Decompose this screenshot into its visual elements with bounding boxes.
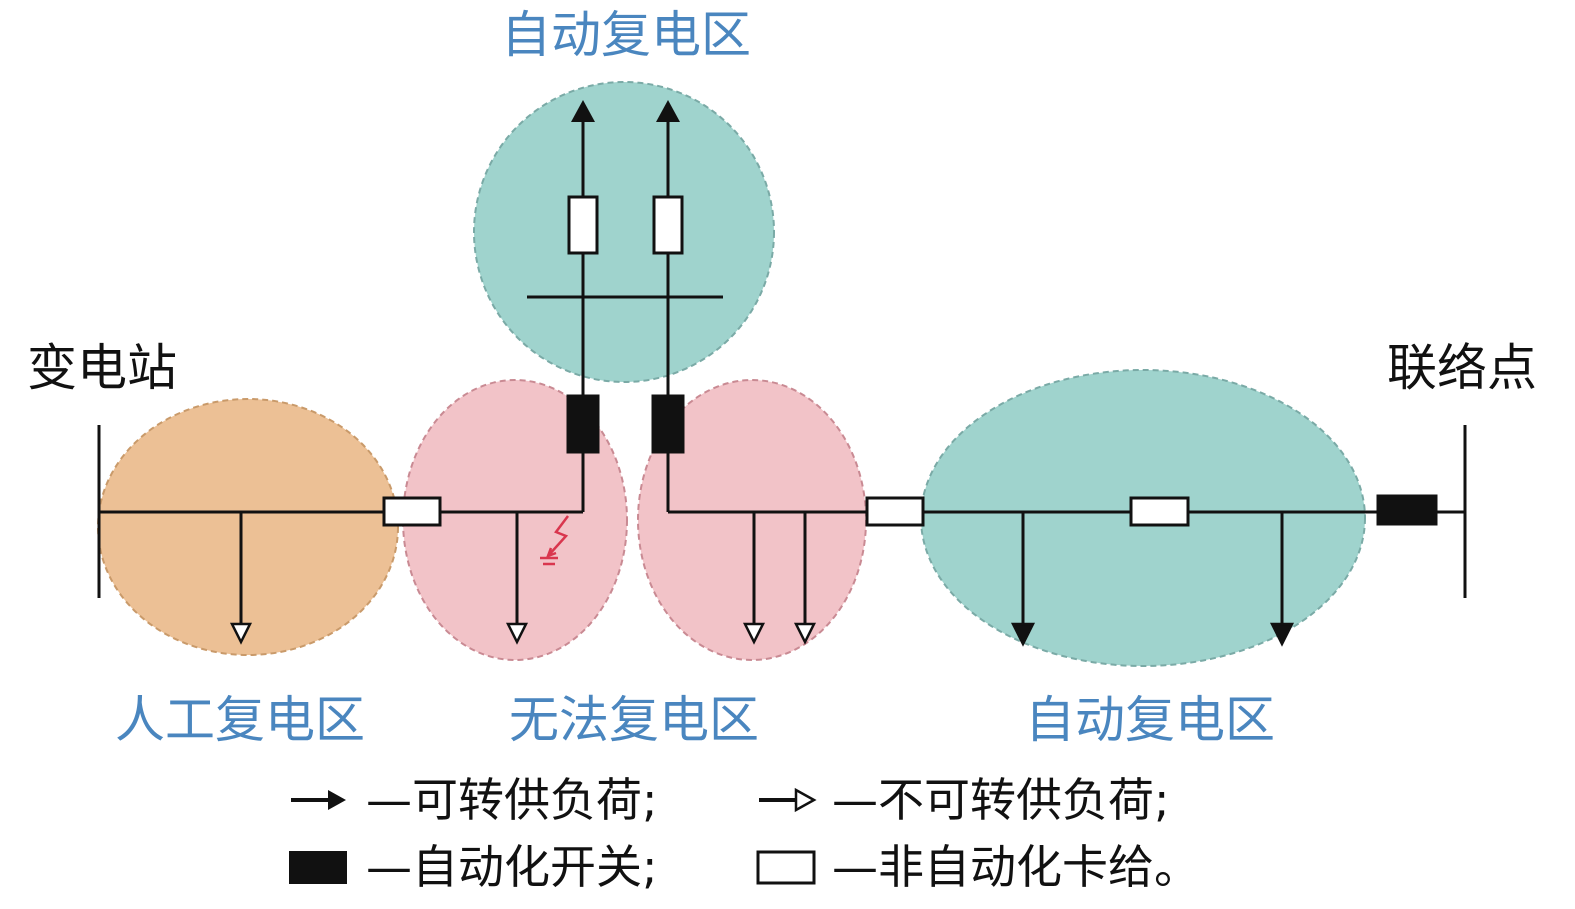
non-transferable-load-arrow-icon [742, 622, 766, 645]
switches [382, 195, 1438, 527]
substation-label: 变电站 [27, 339, 177, 397]
fault-lightning-icon [540, 515, 569, 566]
legend: —可转供负荷; —不可转供负荷; —自动化开关; —非自动化卡给。 [289, 773, 1200, 894]
automated-switch [566, 394, 600, 454]
auto-zone-top [473, 81, 775, 383]
automated-switch [1376, 494, 1438, 526]
svg-text:—非自动化卡给。: —非自动化卡给。 [832, 840, 1200, 894]
non-transferable-load-arrow-icon [794, 787, 817, 813]
tie-point-label: 联络点 [1387, 339, 1537, 397]
non-automated-switch [865, 496, 925, 527]
non-automated-switch-icon [756, 850, 816, 885]
zones [97, 81, 1366, 667]
svg-text:—自动化开关;: —自动化开关; [366, 840, 658, 894]
manual-zone-label: 人工复电区 [115, 691, 365, 749]
manual-zone [97, 398, 399, 656]
top-zone-label: 自动复电区 [501, 6, 751, 64]
legend-automated-switch: —自动化开关; [289, 840, 658, 894]
non-automated-switch [567, 195, 599, 255]
bottom-loads [229, 622, 1295, 647]
legend-non-automated-switch: —非自动化卡给。 [756, 840, 1200, 894]
transferable-load-arrow-icon [328, 790, 346, 810]
transferable-load-arrow-icon [1010, 622, 1036, 647]
non-transferable-load-arrow-icon [229, 622, 253, 645]
non-transferable-load-arrow-icon [505, 622, 529, 645]
auto-zone-label: 自动复电区 [1025, 691, 1275, 749]
transferable-load-arrow-icon [1269, 622, 1295, 647]
top-loads [571, 100, 680, 122]
automated-switch [651, 394, 685, 454]
legend-non-transferable-load: —不可转供负荷; [759, 773, 1170, 827]
svg-text:—可转供负荷;: —可转供负荷; [366, 773, 658, 827]
non-automated-switch [1129, 496, 1190, 527]
non-automated-switch [382, 496, 442, 527]
non-transferable-load-arrow-icon [793, 622, 817, 645]
transferable-load-arrow-icon [656, 100, 680, 122]
non-automated-switch [652, 195, 684, 255]
svg-text:—不可转供负荷;: —不可转供负荷; [832, 773, 1170, 827]
automated-switch-icon [289, 851, 347, 884]
legend-transferable-load: —可转供负荷; [291, 773, 658, 827]
transferable-load-arrow-icon [571, 100, 595, 122]
unrestorable-zone-label: 无法复电区 [509, 691, 759, 749]
